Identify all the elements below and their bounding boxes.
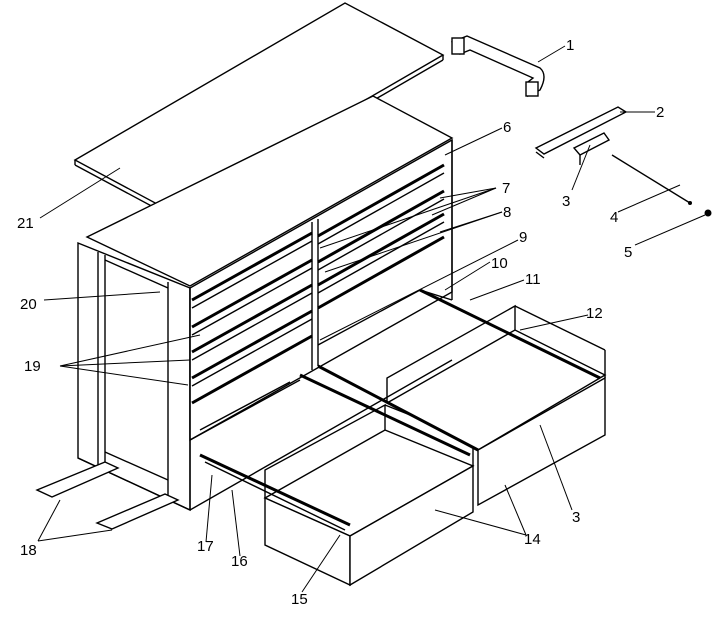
callout-8: 8 (503, 204, 511, 221)
rod-part (611, 154, 692, 205)
callout-12: 12 (586, 305, 603, 322)
callout-18: 18 (20, 542, 37, 559)
callout-1: 1 (566, 37, 574, 54)
foot-brackets (35, 461, 180, 530)
callout-14: 14 (524, 531, 541, 548)
callout-11: 11 (525, 271, 541, 288)
open-drawer-left (199, 373, 475, 587)
callout-3-upper: 3 (562, 193, 570, 210)
callout-17: 17 (197, 538, 214, 555)
callout-3-lower: 3 (572, 509, 580, 526)
callout-21: 21 (17, 215, 34, 232)
callout-15: 15 (291, 591, 308, 608)
callout-6: 6 (503, 119, 511, 136)
handle-part (450, 35, 545, 98)
callout-19: 19 (24, 358, 41, 375)
bracket-part (572, 132, 611, 165)
screw-part (704, 209, 712, 217)
callout-4: 4 (610, 209, 618, 226)
callout-10: 10 (491, 255, 508, 272)
callout-2: 2 (656, 104, 664, 121)
callout-9: 9 (519, 229, 527, 246)
callout-16: 16 (231, 553, 248, 570)
open-drawer-right (317, 288, 607, 507)
callout-labels: 1 2 3 4 5 6 7 8 9 10 11 12 3 14 15 16 17… (17, 37, 664, 608)
callout-7: 7 (502, 180, 510, 197)
cabinet-body (77, 95, 454, 512)
callout-5: 5 (624, 244, 632, 261)
leader-lines (37, 45, 706, 593)
callout-20: 20 (20, 296, 37, 313)
